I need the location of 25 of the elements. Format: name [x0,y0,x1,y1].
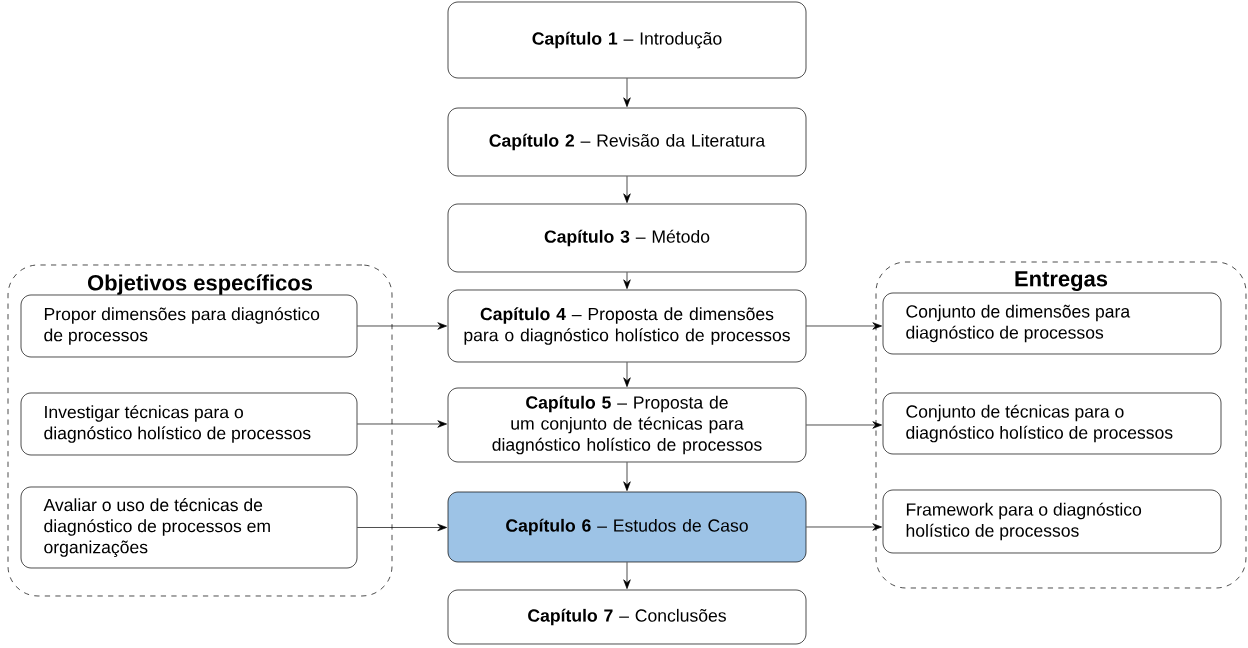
chapter-box: Capítulo 2 – Revisão da Literatura [447,107,807,177]
chapter-box: Capítulo 6 – Estudos de Caso [447,491,807,563]
arrow [357,322,447,330]
text-box: Framework para o diagnóstico holístico de processos [882,489,1222,554]
arrow [623,176,631,203]
chapter-box: Capítulo 4 – Proposta de dimensões para o diagnóstico holístico de processos [447,289,807,363]
text-box: Avaliar o uso de técnicas de diagnóstico de processos em organizações [20,486,358,569]
arrow [806,523,882,531]
arrow [623,78,631,107]
chapter-box: Capítulo 3 – Método [447,203,807,273]
arrow [623,272,631,289]
text-box: Conjunto de dimensões para diagnóstico de processos [882,292,1222,355]
chapter-box: Capítulo 1 – Introdução [447,1,807,79]
arrow [623,462,631,491]
chapter-box: Capítulo 5 – Proposta de um conjunto de técnicas para diagnóstico holístico de processos [447,387,807,463]
text-box: Investigar técnicas para o diagnóstico holístico de processos [20,392,358,456]
arrow [623,362,631,387]
arrow [357,420,447,428]
arrow [357,523,447,532]
arrow [806,421,882,429]
text-box: Propor dimensões para diagnóstico de processos [20,294,358,358]
text-box: Conjunto de técnicas para o diagnóstico holístico de processos [882,392,1222,455]
arrow [806,322,882,330]
chapter-box: Capítulo 7 – Conclusões [447,589,807,645]
arrow [623,562,631,589]
